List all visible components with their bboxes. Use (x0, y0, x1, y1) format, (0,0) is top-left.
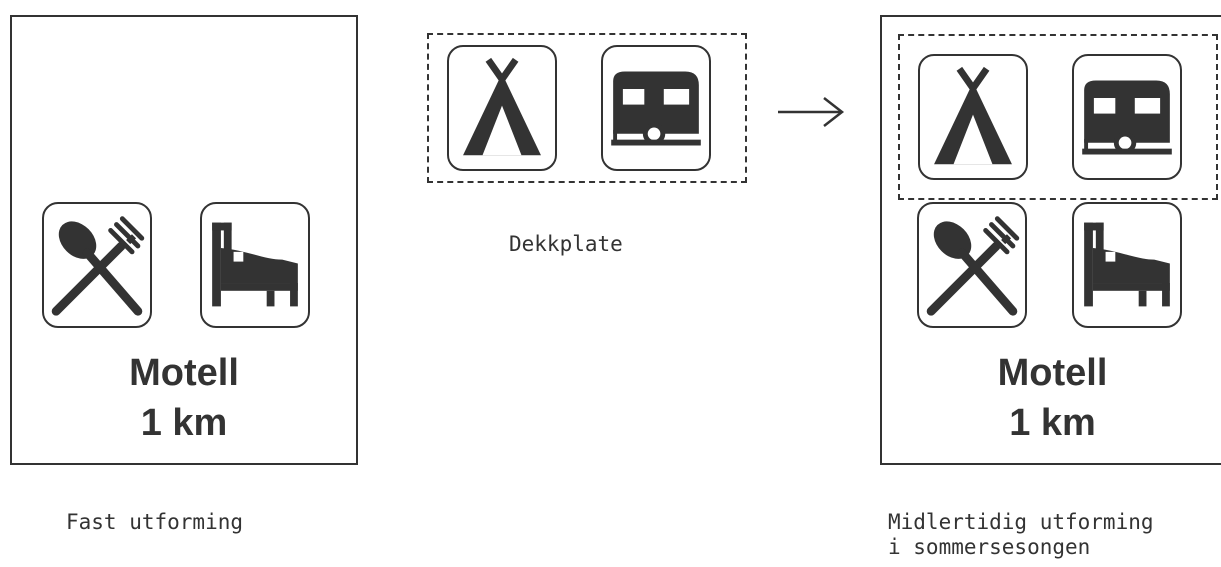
temporary-sign-caption-line2: i sommersesongen (888, 535, 1091, 559)
temporary-sign-caption-line1: Midlertidig utforming (888, 510, 1154, 534)
place-name: Motell (997, 352, 1108, 394)
camping-tent-icon (463, 57, 541, 156)
camping-tile (918, 54, 1028, 180)
distance-label: 1 km (140, 402, 228, 444)
caravan-icon (1082, 80, 1172, 155)
restaurant-icon (926, 216, 1020, 316)
caravan-tile (601, 45, 711, 171)
camping-tent-icon (934, 66, 1012, 165)
caravan-tile (1072, 54, 1182, 180)
restaurant-tile (42, 202, 152, 328)
cover-plate (427, 33, 747, 183)
hotel-bed-tile (1072, 202, 1182, 328)
cover-plate-caption: Dekkplate (509, 232, 623, 256)
hotel-bed-tile (200, 202, 310, 328)
distance-label: 1 km (1009, 402, 1096, 444)
permanent-sign: Motell 1 km (10, 15, 358, 465)
place-name: Motell (129, 352, 239, 394)
temporary-sign: Motell 1 km (880, 15, 1221, 465)
restaurant-icon (51, 216, 145, 316)
hotel-bed-icon (212, 222, 298, 307)
caravan-icon (611, 71, 701, 146)
restaurant-tile (917, 202, 1027, 328)
arrow-right-icon (778, 97, 845, 127)
hotel-bed-icon (1084, 222, 1170, 307)
permanent-sign-caption: Fast utforming (66, 510, 244, 534)
camping-tile (447, 45, 557, 171)
attached-cover-plate (898, 34, 1218, 200)
